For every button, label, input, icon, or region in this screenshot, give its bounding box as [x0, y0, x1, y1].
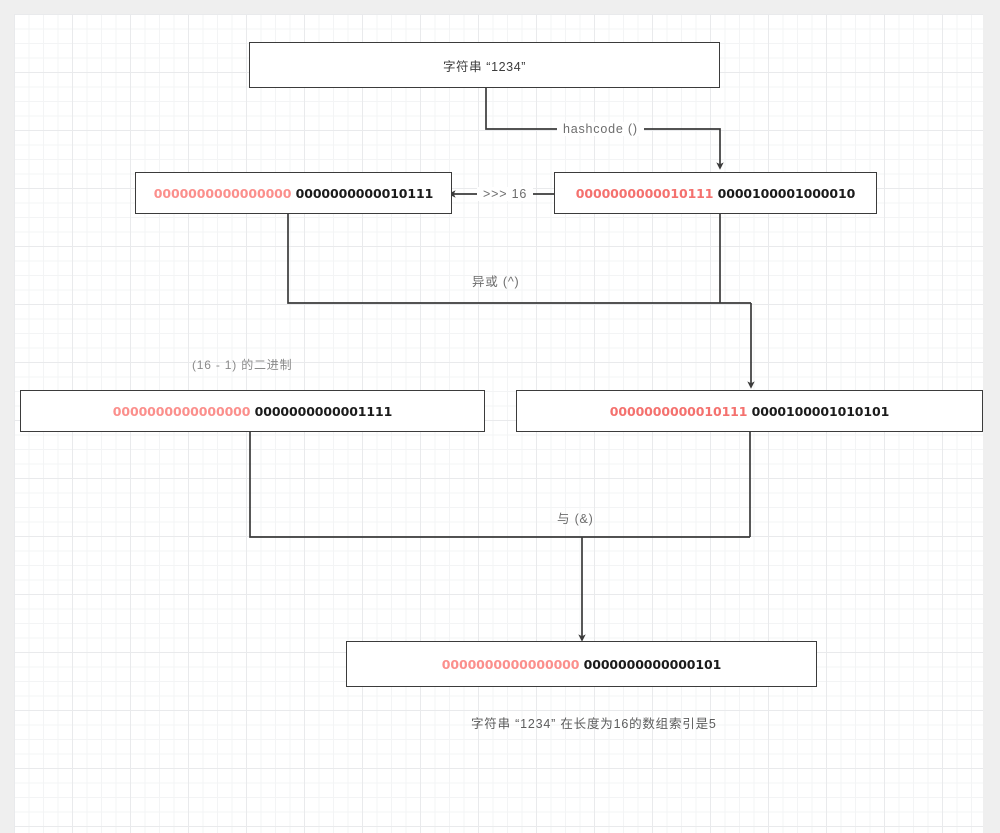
xor-result-bits: 0000000000010111 0000100001010101: [610, 404, 889, 419]
hashcode-shifted-low-bits-value: 0000000000010111: [295, 185, 434, 201]
xor-result-high-bits: 0000000000010111: [609, 403, 748, 419]
and-result-bits: 0000000000000000 0000000000000101: [442, 657, 721, 672]
mask-bits: 0000000000000000 0000000000001111: [113, 404, 392, 419]
edge-label-hashcode: hashcode (): [557, 122, 644, 136]
mask-low-bits: 0000000000001111: [254, 403, 393, 419]
source-string-label: 字符串 “1234”: [442, 59, 527, 74]
xor-result-low-bits: 0000100001010101: [751, 403, 890, 419]
hashcode-raw-bits: 0000000000010111 0000100001000010: [576, 186, 855, 201]
edge-label-and: 与 (&): [557, 512, 594, 526]
annotation-mask-note: (16 - 1) 的二进制: [192, 358, 293, 372]
edge-label-shift: >>> 16: [477, 187, 534, 201]
mask-high-bits: 0000000000000000: [112, 403, 251, 419]
edge-label-xor: 异或 (^): [472, 275, 520, 289]
hashcode-raw-high-bits: 0000000000010111: [575, 185, 714, 201]
node-and-result[interactable]: 0000000000000000 0000000000000101: [346, 641, 817, 687]
hashcode-shifted-high-bits: 0000000000000000: [153, 185, 292, 201]
node-hashcode-raw[interactable]: 0000000000010111 0000100001000010: [554, 172, 877, 214]
annotation-conclusion: 字符串 “1234” 在长度为16的数组索引是5: [471, 717, 717, 731]
node-mask[interactable]: 0000000000000000 0000000000001111: [20, 390, 485, 432]
and-result-low-bits: 0000000000000101: [583, 656, 722, 672]
hashcode-raw-low-bits: 0000100001000010: [717, 185, 856, 201]
edge-and: [249, 432, 751, 642]
node-hashcode-shifted[interactable]: 0000000000000000 0000000000010111: [135, 172, 452, 214]
and-result-high-bits: 0000000000000000: [441, 656, 580, 672]
node-xor-result[interactable]: 0000000000010111 0000100001010101: [516, 390, 983, 432]
hashcode-shifted-bits: 0000000000000000 0000000000010111: [154, 186, 433, 201]
edge-xor: [287, 214, 755, 389]
node-source-string[interactable]: 字符串 “1234”: [249, 42, 720, 88]
